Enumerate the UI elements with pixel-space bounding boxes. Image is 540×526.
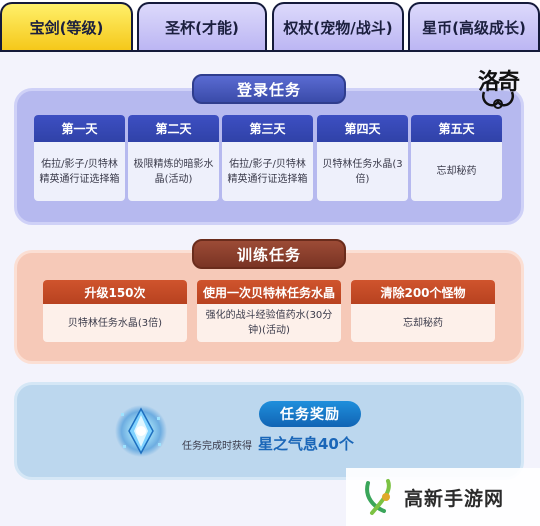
watermark-logo-icon: [365, 479, 391, 515]
task-label: 升级150次: [43, 280, 187, 304]
tab-bar: 宝剑(等级) 圣杯(才能) 权杖(宠物/战斗) 星币(高级成长): [0, 0, 540, 52]
login-tasks-title: 登录任务: [192, 74, 346, 104]
tab-sword-level[interactable]: 宝剑(等级): [0, 2, 133, 50]
training-task-card-2: 使用一次贝特林任务水晶 强化的战斗经验值药水(30分钟)(活动): [197, 280, 341, 342]
day-card-4: 第四天 贝特林任务水晶(3倍): [317, 115, 408, 201]
watermark: 高新手游网: [346, 468, 540, 526]
task-reward: 强化的战斗经验值药水(30分钟)(活动): [205, 310, 333, 336]
training-tasks-section: 训练任务 升级150次 贝特林任务水晶(3倍) 使用一次贝特林任务水晶 强化的战…: [14, 239, 524, 364]
login-tasks-section: 登录任务 第一天 佑拉/影子/贝特林精英通行证选择箱 第二天 极限精炼的暗影水晶…: [14, 74, 524, 225]
day-label: 第四天: [317, 115, 408, 142]
tab-coin-advanced-growth[interactable]: 星币(高级成长): [408, 2, 540, 50]
task-reward-section: 任务奖励 任务完成时获得 星之气息40个: [14, 382, 524, 480]
day-card-1: 第一天 佑拉/影子/贝特林精英通行证选择箱: [34, 115, 125, 201]
day-reward: 佑拉/影子/贝特林精英通行证选择箱: [39, 158, 120, 185]
mabinogi-logo: 洛奇: [470, 62, 526, 114]
task-reward: 贝特林任务水晶(3倍): [67, 317, 163, 329]
tab-wand-pet-battle[interactable]: 权杖(宠物/战斗): [272, 2, 404, 50]
content-panel: 登录任务 第一天 佑拉/影子/贝特林精英通行证选择箱 第二天 极限精炼的暗影水晶…: [0, 50, 540, 526]
crystal-icon: [113, 403, 169, 459]
reward-description: 任务完成时获得 星之气息40个: [182, 433, 354, 454]
day-card-2: 第二天 极限精炼的暗影水晶(活动): [128, 115, 219, 201]
day-label: 第二天: [128, 115, 219, 142]
task-reward-title: 任务奖励: [259, 401, 361, 427]
task-label: 清除200个怪物: [351, 280, 495, 304]
day-label: 第一天: [34, 115, 125, 142]
tab-grail-talent[interactable]: 圣杯(才能): [137, 2, 267, 50]
training-tasks-title: 训练任务: [192, 239, 346, 269]
day-label: 第三天: [222, 115, 313, 142]
reward-prefix: 任务完成时获得: [182, 441, 252, 452]
task-reward: 忘却秘药: [403, 317, 443, 329]
task-label: 使用一次贝特林任务水晶: [197, 280, 341, 304]
day-card-3: 第三天 佑拉/影子/贝特林精英通行证选择箱: [222, 115, 313, 201]
training-task-card-3: 清除200个怪物 忘却秘药: [351, 280, 495, 342]
reward-item: 星之气息40个: [258, 435, 354, 453]
training-task-card-1: 升级150次 贝特林任务水晶(3倍): [43, 280, 187, 342]
watermark-text: 高新手游网: [404, 487, 505, 510]
day-reward: 忘却秘药: [436, 166, 477, 177]
day-label: 第五天: [411, 115, 502, 142]
day-card-5: 第五天 忘却秘药: [411, 115, 502, 201]
day-reward: 佑拉/影子/贝特林精英通行证选择箱: [227, 158, 308, 185]
day-reward: 极限精炼的暗影水晶(活动): [133, 158, 214, 185]
logo-text: 洛奇: [477, 70, 520, 95]
day-reward: 贝特林任务水晶(3倍): [322, 158, 403, 185]
